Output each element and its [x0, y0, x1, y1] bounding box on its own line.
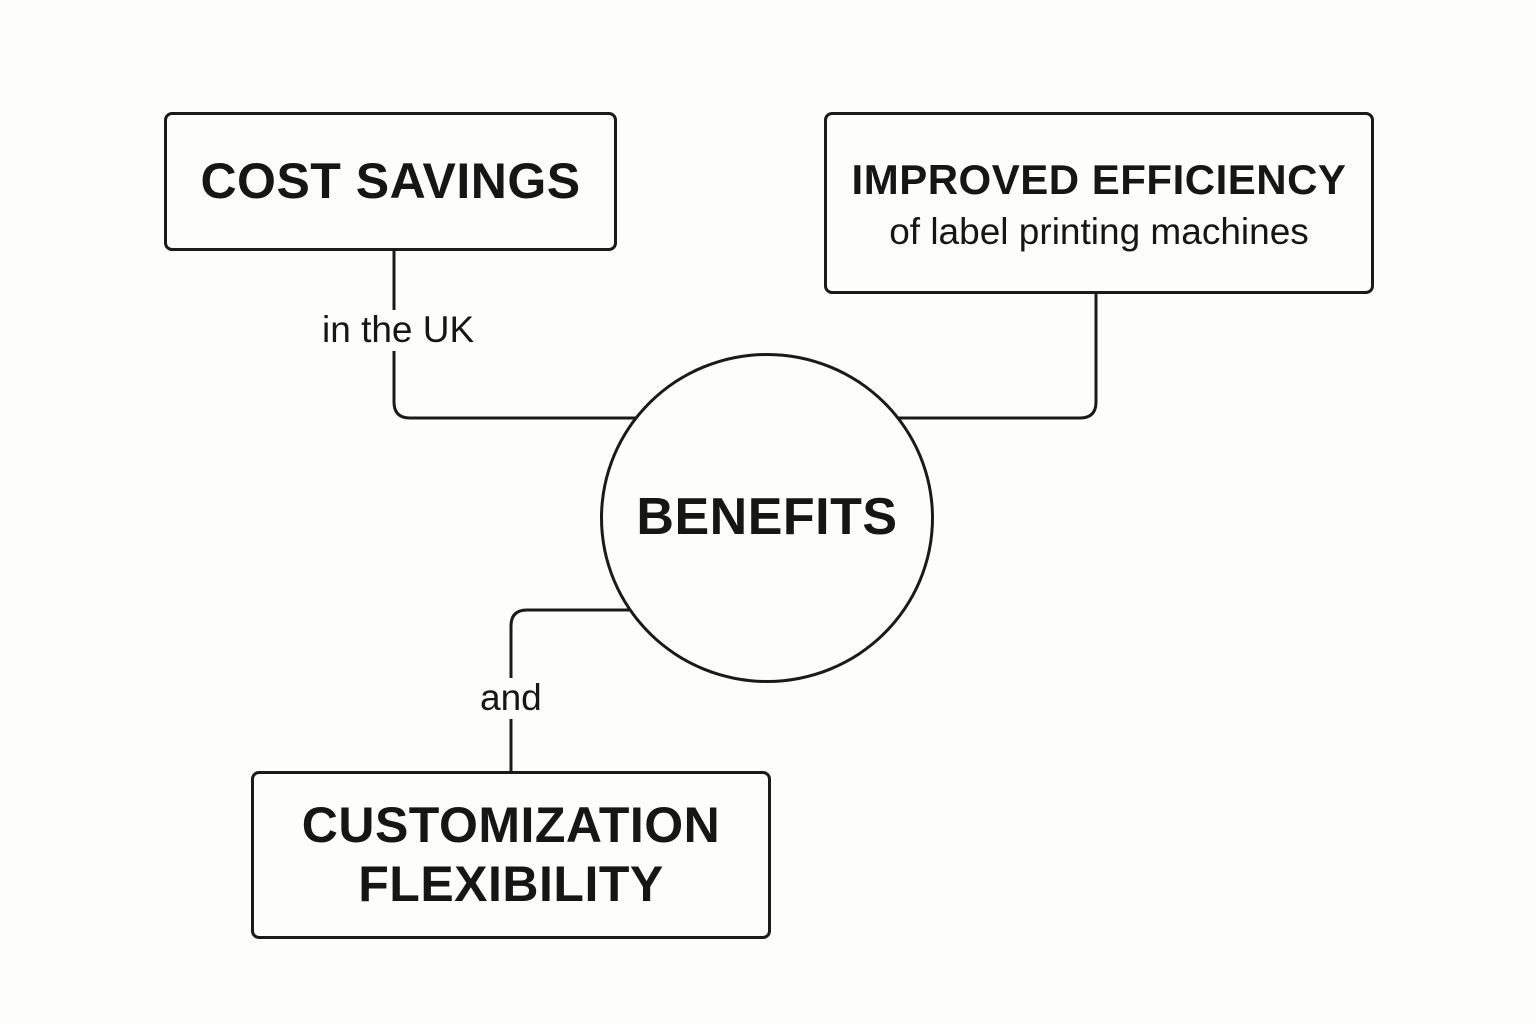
- edge-label-cost-savings: in the UK: [318, 309, 479, 351]
- connector-customization: [509, 608, 634, 771]
- connector-cost-savings: [392, 251, 640, 420]
- node-improved-efficiency-subtitle: of label printing machines: [889, 211, 1309, 253]
- node-cost-savings-title: COST SAVINGS: [200, 153, 581, 209]
- edge-label-customization: and: [476, 677, 546, 719]
- center-node-label: BENEFITS: [636, 488, 898, 547]
- node-customization: CUSTOMIZATION FLEXIBILITY: [251, 771, 771, 939]
- node-improved-efficiency: IMPROVED EFFICIENCY of label printing ma…: [824, 112, 1374, 294]
- node-customization-line2: FLEXIBILITY: [358, 856, 664, 912]
- center-node-benefits: BENEFITS: [600, 353, 934, 683]
- node-cost-savings: COST SAVINGS: [164, 112, 617, 251]
- node-improved-efficiency-title: IMPROVED EFFICIENCY: [851, 155, 1347, 203]
- node-customization-line1: CUSTOMIZATION: [301, 797, 721, 853]
- connector-improved-efficiency: [895, 294, 1098, 420]
